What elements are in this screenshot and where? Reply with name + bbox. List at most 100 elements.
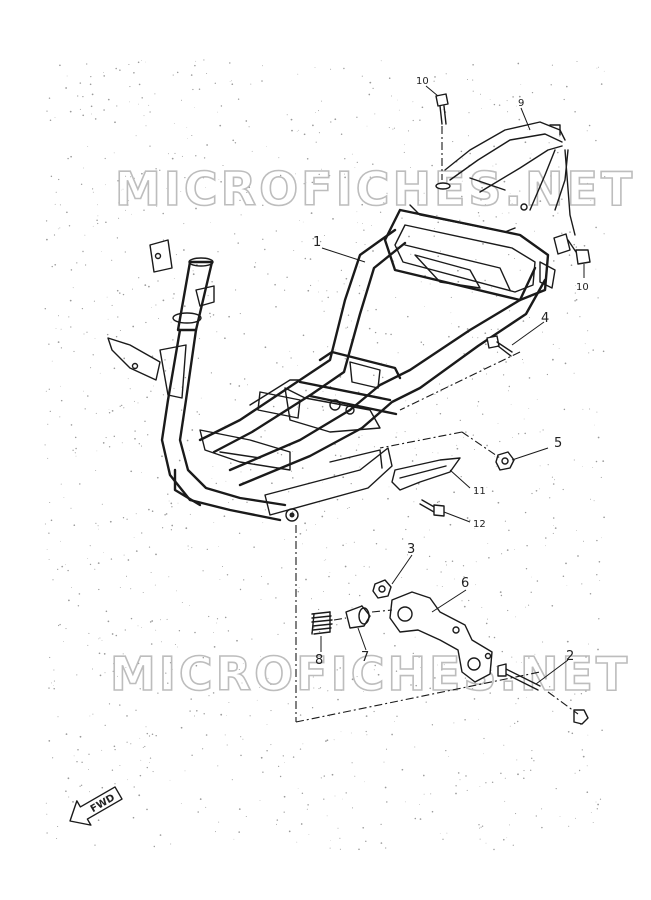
paper-speck	[507, 111, 509, 113]
paper-speck	[486, 486, 488, 488]
paper-speck	[345, 792, 347, 794]
paper-speck	[445, 73, 447, 75]
paper-speck	[105, 437, 107, 439]
paper-speck	[46, 832, 48, 834]
paper-speck	[249, 715, 251, 717]
paper-speck	[110, 558, 113, 560]
paper-speck	[517, 697, 520, 700]
paper-speck	[194, 631, 196, 634]
paper-speck	[173, 387, 175, 389]
paper-speck	[410, 253, 412, 255]
paper-speck	[97, 215, 99, 217]
paper-speck	[295, 173, 296, 175]
paper-speck	[135, 709, 137, 711]
paper-speck	[463, 605, 466, 608]
paper-speck	[433, 235, 435, 237]
paper-speck	[220, 713, 223, 716]
paper-speck	[243, 579, 245, 581]
paper-speck	[292, 756, 295, 758]
paper-speck	[506, 549, 509, 551]
paper-speck	[477, 337, 479, 339]
callout-10-right: 10	[576, 282, 589, 293]
paper-speck	[111, 259, 113, 261]
paper-speck	[401, 768, 404, 771]
paper-speck	[236, 639, 238, 642]
paper-speck	[334, 118, 337, 121]
paper-speck	[93, 300, 95, 302]
paper-speck	[125, 175, 127, 177]
paper-speck	[60, 540, 61, 542]
paper-speck	[327, 296, 329, 299]
paper-speck	[304, 182, 307, 184]
part-7-bushing	[345, 605, 371, 629]
paper-speck	[117, 316, 119, 318]
paper-speck	[351, 762, 353, 764]
paper-speck	[49, 501, 51, 504]
paper-speck	[581, 583, 583, 585]
paper-speck	[406, 554, 408, 556]
paper-speck	[412, 652, 414, 655]
paper-speck	[133, 786, 135, 788]
paper-speck	[504, 520, 506, 522]
paper-speck	[111, 410, 114, 412]
paper-speck	[469, 152, 471, 155]
callout-7: 7	[361, 650, 369, 665]
paper-speck	[374, 113, 376, 115]
paper-speck	[472, 434, 474, 436]
paper-speck	[183, 223, 185, 225]
paper-speck	[569, 231, 571, 233]
paper-speck	[68, 225, 71, 227]
paper-speck	[191, 429, 194, 431]
paper-speck	[503, 180, 506, 183]
paper-speck	[384, 786, 387, 789]
paper-speck	[132, 288, 133, 290]
paper-speck	[52, 757, 54, 759]
paper-speck	[398, 109, 400, 111]
paper-speck	[118, 202, 120, 204]
paper-speck	[582, 408, 584, 410]
paper-speck	[84, 234, 86, 236]
paper-speck	[519, 269, 521, 271]
paper-speck	[460, 150, 463, 153]
paper-speck	[138, 83, 141, 86]
paper-speck	[288, 517, 290, 519]
paper-speck	[113, 435, 116, 438]
paper-speck	[266, 146, 267, 147]
paper-speck	[79, 735, 82, 738]
paper-speck	[455, 785, 457, 787]
paper-speck	[259, 686, 261, 688]
paper-speck	[590, 498, 591, 500]
paper-speck	[461, 600, 463, 602]
paper-speck	[325, 559, 327, 561]
paper-speck	[567, 730, 570, 733]
paper-speck	[596, 411, 598, 413]
paper-speck	[531, 576, 532, 578]
paper-speck	[329, 715, 330, 717]
paper-speck	[373, 710, 375, 713]
paper-speck	[262, 771, 264, 773]
paper-speck	[48, 687, 50, 689]
paper-speck	[515, 703, 517, 705]
paper-speck	[342, 544, 344, 547]
paper-speck	[57, 716, 59, 718]
paper-speck	[310, 212, 313, 215]
paper-speck	[545, 545, 546, 547]
paper-speck	[264, 248, 266, 251]
paper-speck	[344, 158, 346, 160]
paper-speck	[365, 730, 367, 733]
paper-speck	[453, 491, 455, 494]
paper-speck	[414, 447, 416, 449]
paper-speck	[501, 650, 503, 653]
paper-speck	[386, 801, 388, 803]
paper-speck	[90, 113, 92, 115]
part-12-bolt	[419, 499, 445, 517]
paper-speck	[588, 643, 589, 645]
paper-speck	[541, 826, 543, 829]
paper-speck	[87, 395, 89, 397]
paper-speck	[302, 743, 304, 745]
part-4-bolt	[486, 335, 513, 357]
paper-speck	[351, 678, 354, 681]
paper-speck	[251, 150, 253, 152]
paper-speck	[559, 816, 561, 817]
paper-speck	[169, 779, 171, 781]
